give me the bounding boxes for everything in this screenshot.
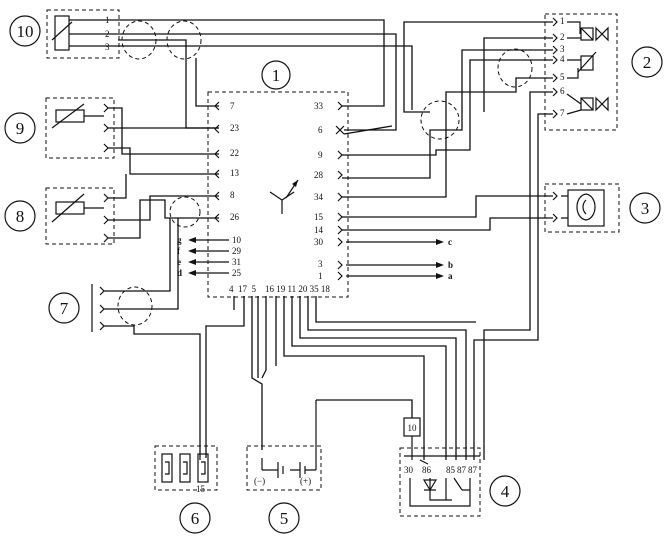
label-c8: 8 [16,207,25,226]
label-c3: 3 [641,199,650,218]
ecu-bottom-pins: 4 17 5 16 19 11 20 35 18 [229,284,330,294]
label-c2: 2 [643,53,652,72]
label-c7: 7 [60,299,69,318]
pin-8: 8 [230,190,235,200]
component-8: 8 [4,187,115,245]
component-4: 4 10 30 86 85 87 87 [399,417,521,517]
ecu-right-connectors [335,101,345,281]
c2-pin-7: 7 [560,108,565,118]
output-b: b [448,260,453,270]
label-c4: 4 [501,482,510,501]
c10-pin-3: 3 [105,42,110,52]
pin-28: 28 [314,170,324,180]
ecu-left-outputs: g f e d [177,235,229,278]
relay-fuse: 10 [408,423,418,433]
label-c6: 6 [191,509,200,528]
ecu-right-pins: 33 6 9 28 34 15 14 30 3 1 [314,101,324,281]
pin-31: 31 [232,257,241,267]
relay-pin-87b: 87 [468,465,478,475]
label-c1: 1 [272,66,281,85]
component-9: 9 [4,97,115,159]
label-c10: 10 [17,22,34,41]
wires [102,19,553,460]
c2-pin-1: 1 [560,16,565,26]
battery-plus: (+) [300,476,311,486]
shield-5 [420,100,460,140]
ecu-right-outputs: c b a [346,237,453,281]
ecu-block: 1 [207,60,349,298]
pin-33: 33 [314,101,324,111]
output-d: d [177,268,182,278]
pin-3: 3 [318,259,323,269]
pin-1: 1 [318,271,323,281]
shield-3 [169,196,201,228]
shield-4 [497,48,533,88]
component-2: 2 1 2 3 4 5 6 7 [544,13,663,131]
c2-pin-6: 6 [560,86,565,96]
pin-26: 26 [230,212,240,222]
ecu-left-connectors [214,101,220,223]
c2-pin-3: 3 [560,44,565,54]
component-5: 5 (−) (+) [246,400,322,534]
relay-pin-85: 85 [446,465,456,475]
pin-13: 13 [230,168,240,178]
output-c: c [448,237,452,247]
output-f: f [177,246,181,256]
label-c9: 9 [16,119,25,138]
relay-pin-86: 86 [422,465,432,475]
pin-23: 23 [230,123,240,133]
label-c5: 5 [280,509,289,528]
ecu-left-pins: 7 23 22 13 8 26 10 29 31 25 [230,101,242,278]
relay-pin-30: 30 [404,465,414,475]
output-g: g [177,235,182,245]
pin-10: 10 [232,235,242,245]
pin-34: 34 [314,192,324,202]
relay-pin-87a: 87 [457,465,467,475]
pin-7: 7 [230,101,235,111]
output-e: e [177,257,181,267]
component-3: 3 [544,183,661,233]
pin-9: 9 [318,150,323,160]
pin-29: 29 [232,246,242,256]
component-6: 6 15 [154,445,218,534]
pin-25: 25 [232,268,242,278]
output-a: a [448,271,453,281]
c2-pin-2: 2 [560,32,565,42]
pin-22: 22 [230,148,239,158]
pin-15: 15 [314,212,324,222]
pin-30: 30 [314,237,324,247]
ecu-symbol-icon [269,179,299,214]
pin-14: 14 [314,225,324,235]
c2-pin-4: 4 [560,54,565,64]
pin-6: 6 [318,125,323,135]
fuse-block-label: 15 [196,484,206,494]
c2-pin-5: 5 [560,72,565,82]
battery-minus: (−) [254,476,265,486]
